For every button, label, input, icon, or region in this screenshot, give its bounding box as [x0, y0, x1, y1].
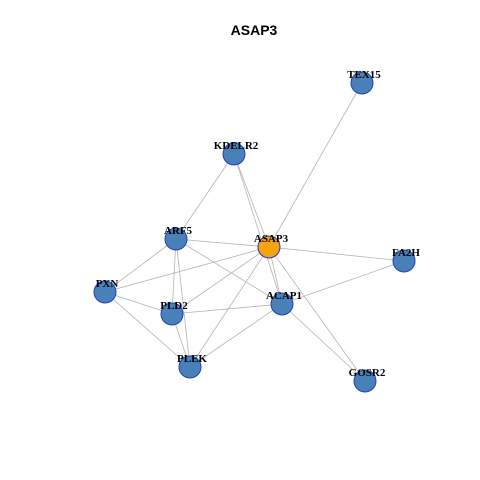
node-gosr2 [353, 369, 377, 393]
edge-arf5-pxn [104, 238, 177, 293]
node-label-arf5: ARF5 [164, 225, 193, 237]
edge-asap3-plek [189, 246, 270, 368]
node-acap1 [270, 292, 294, 316]
node-pxn [93, 280, 117, 304]
edge-arf5-pld2 [171, 238, 177, 315]
node-tex15 [350, 71, 374, 95]
edge-acap1-fa2h [281, 260, 405, 305]
edge-asap3-gosr2 [268, 246, 366, 382]
node-label-pxn: PXN [96, 278, 119, 290]
edge-layer [104, 82, 405, 382]
node-label-acap1: ACAP1 [266, 290, 302, 302]
edge-acap1-plek [189, 303, 283, 368]
edge-arf5-plek [175, 238, 191, 368]
edge-kdelr2-acap1 [233, 153, 283, 305]
edge-pld2-acap1 [171, 303, 283, 315]
node-pld2 [160, 302, 184, 326]
edge-asap3-pxn [104, 246, 270, 293]
node-arf5 [164, 227, 188, 251]
node-asap3 [257, 235, 281, 259]
node-fa2h [392, 249, 416, 273]
edge-asap3-tex15 [268, 82, 363, 248]
node-label-tex15: TEX15 [347, 69, 381, 81]
edge-asap3-pld2 [171, 246, 270, 315]
diagram-title: ASAP3 [231, 22, 278, 38]
node-label-fa2h: FA2H [392, 247, 420, 259]
node-label-pld2: PLD2 [160, 300, 188, 312]
edge-pxn-plek [104, 291, 191, 368]
edge-asap3-kdelr2 [233, 153, 270, 248]
edge-asap3-fa2h [268, 246, 405, 262]
node-label-asap3: ASAP3 [254, 233, 289, 245]
node-kdelr2 [222, 142, 246, 166]
edge-pxn-pld2 [104, 291, 173, 315]
edge-kdelr2-arf5 [175, 153, 235, 240]
node-plek [178, 355, 202, 379]
node-label-kdelr2: KDELR2 [214, 140, 259, 152]
node-layer [93, 71, 416, 393]
edge-acap1-gosr2 [281, 303, 366, 382]
edge-arf5-acap1 [175, 238, 283, 305]
node-label-gosr2: GOSR2 [349, 367, 386, 379]
edge-asap3-arf5 [175, 238, 270, 248]
node-label-plek: PLEK [177, 353, 207, 365]
